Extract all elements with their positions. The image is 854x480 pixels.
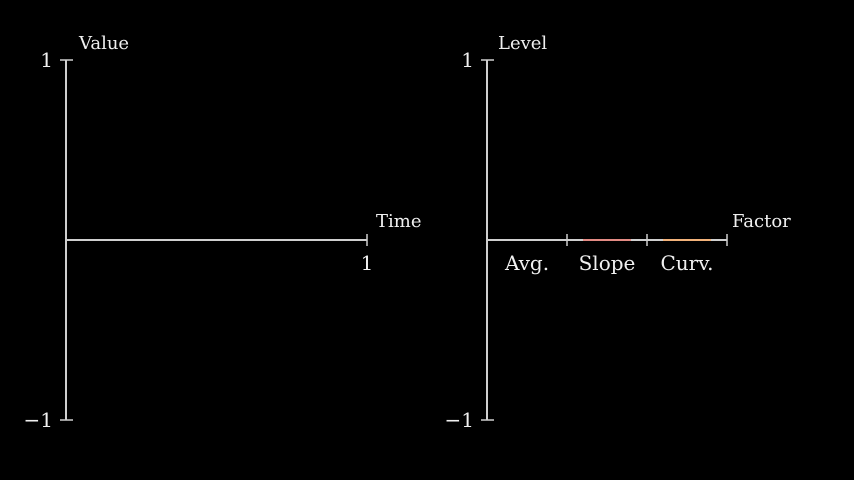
bar-slope [583, 239, 631, 241]
level-factor-chart: Level Factor Avg. Slope Curv. 1 −1 [445, 33, 792, 432]
right-x-axis-label: Factor [732, 211, 791, 232]
category-label-curv: Curv. [660, 251, 713, 275]
left-y-axis-label: Value [78, 33, 129, 54]
value-time-chart: Value Time 1 1 −1 [24, 33, 422, 432]
bar-curv [663, 239, 711, 241]
left-y-tick-label-bottom: −1 [24, 408, 53, 432]
right-y-tick-label-bottom: −1 [445, 408, 474, 432]
left-x-tick-label-1: 1 [361, 251, 374, 275]
left-x-axis-label: Time [376, 211, 421, 232]
right-y-axis-label: Level [498, 33, 547, 54]
left-y-tick-label-top: 1 [40, 48, 53, 72]
right-y-tick-label-top: 1 [461, 48, 474, 72]
category-label-slope: Slope [579, 251, 636, 275]
category-label-avg: Avg. [504, 251, 549, 275]
bar-avg [503, 239, 551, 241]
